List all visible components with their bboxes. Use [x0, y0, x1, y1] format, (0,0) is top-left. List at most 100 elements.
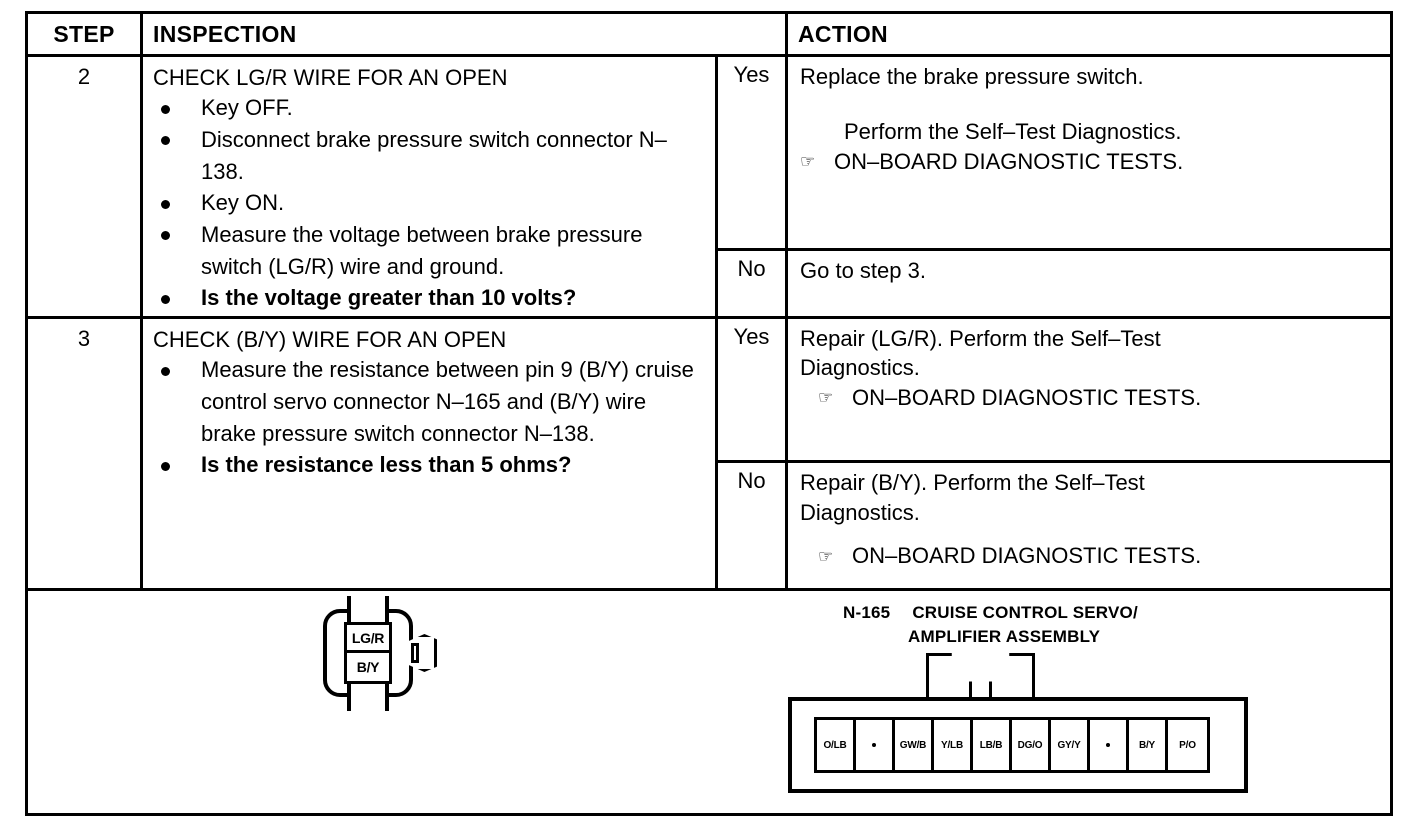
bullet-icon — [161, 104, 170, 114]
brake-pressure-switch-connector-diagram: LG/R B/Y — [306, 596, 466, 711]
pin-label: O/LB — [823, 739, 847, 751]
inspection-cell: CHECK LG/R WIRE FOR AN OPEN Key OFF. Dis… — [143, 57, 718, 316]
action-line: Diagnostics. — [800, 355, 920, 381]
action-cell: Repair (LG/R). Perform the Self–Test Dia… — [788, 319, 1390, 460]
connector-pin: Y/LB — [934, 720, 973, 770]
latch-tab-right — [989, 653, 1035, 699]
header-cell-inspection: INSPECTION — [143, 14, 788, 54]
pin-label: Y/LB — [941, 739, 963, 751]
bullet-text: Is the voltage greater than 10 volts? — [201, 285, 577, 311]
action-reference-text: ON–BOARD DIAGNOSTIC TESTS. — [852, 384, 1202, 410]
pointing-hand-icon: ☞ — [800, 152, 816, 172]
bullet-icon — [161, 294, 170, 304]
action-reference-text: ON–BOARD DIAGNOSTIC TESTS. — [834, 148, 1184, 174]
action-cell: Go to step 3. — [788, 251, 1390, 316]
action-line: Repair (B/Y). Perform the Self–Test — [800, 470, 1145, 496]
list-item: Key OFF. — [153, 92, 707, 124]
answer-group: Yes Repair (LG/R). Perform the Self–Test… — [718, 319, 1390, 588]
bullet-text: Key ON. — [201, 190, 285, 216]
bullet-text: Disconnect brake pressure switch connect… — [201, 126, 667, 184]
header-label-step: STEP — [53, 20, 115, 47]
latch-tab-shape — [989, 653, 1035, 699]
inspection-bullet-list: Measure the resistance between pin 9 (B/… — [153, 354, 707, 481]
action-cell: Repair (B/Y). Perform the Self–Test Diag… — [788, 463, 1390, 588]
answer-label-yes: Yes — [718, 57, 788, 248]
table-row: 2 CHECK LG/R WIRE FOR AN OPEN Key OFF. D… — [28, 57, 1390, 319]
latch-tab-shape — [926, 653, 972, 699]
connector-pin: B/Y — [1129, 720, 1168, 770]
bullet-text: Measure the voltage between brake pressu… — [201, 221, 643, 279]
header-cell-step: STEP — [28, 14, 143, 54]
cruise-control-servo-connector-diagram: N-165 CRUISE CONTROL SERVO/ AMPLIFIER ASS… — [763, 591, 1263, 793]
answer-row-no: No Go to step 3. — [718, 251, 1390, 316]
table-header-row: STEP INSPECTION ACTION — [28, 14, 1390, 57]
action-cell: Replace the brake pressure switch. Perfo… — [788, 57, 1390, 248]
pin-label: P/O — [1179, 739, 1196, 751]
action-spacer — [800, 91, 1382, 117]
inspection-cell: CHECK (B/Y) WIRE FOR AN OPEN Measure the… — [143, 319, 718, 588]
header-label-action: ACTION — [798, 20, 888, 47]
bullet-icon — [161, 231, 170, 241]
pin-label: GW/B — [899, 739, 927, 751]
pointing-hand-icon: ☞ — [818, 546, 834, 566]
header-label-inspection: INSPECTION — [153, 20, 297, 47]
answer-label-no: No — [718, 463, 788, 588]
action-reference-line: ☞ ON–BOARD DIAGNOSTIC TESTS. — [800, 383, 1382, 412]
step-number: 2 — [28, 57, 143, 316]
action-line: Go to step 3. — [800, 258, 926, 283]
pin-empty-dot-icon — [872, 743, 876, 747]
inspection-title: CHECK LG/R WIRE FOR AN OPEN — [153, 65, 508, 90]
connector-pin: O/LB — [817, 720, 856, 770]
connector-name-line1: CRUISE CONTROL SERVO/ — [912, 603, 1138, 622]
bullet-icon — [161, 461, 170, 471]
connector-lock-tab — [409, 634, 439, 672]
answer-label-yes: Yes — [718, 319, 788, 461]
action-line-indented: Perform the Self–Test Diagnostics. — [844, 119, 1182, 145]
answer-row-no: No Repair (B/Y). Perform the Self–Test D… — [718, 463, 1390, 588]
connector-name-line2: AMPLIFIER ASSEMBLY — [908, 627, 1101, 646]
answer-row-yes: Yes Replace the brake pressure switch. P… — [718, 57, 1390, 251]
list-item: Is the voltage greater than 10 volts? — [153, 282, 707, 314]
action-line: Diagnostics. — [800, 499, 920, 525]
step-number: 3 — [28, 319, 143, 588]
pin-empty-dot-icon — [1106, 743, 1110, 747]
action-reference-text: ON–BOARD DIAGNOSTIC TESTS. — [852, 543, 1202, 569]
connector-cavity-group: LG/R B/Y — [344, 622, 392, 684]
connector-cavity: B/Y — [356, 659, 380, 675]
bullet-icon — [161, 136, 170, 146]
pin-label: LB/B — [979, 739, 1003, 751]
list-item: Key ON. — [153, 187, 707, 219]
connector-pin — [1090, 720, 1129, 770]
list-item: Measure the voltage between brake pressu… — [153, 219, 707, 282]
latch-tab-left — [926, 653, 972, 699]
connector-pin: GY/Y — [1051, 720, 1090, 770]
connector-latch-tabs — [926, 653, 1036, 699]
connector-housing: O/LB GW/B Y/LB LB/B DG/O GY/Y B/Y P/O — [788, 697, 1248, 793]
answer-row-yes: Yes Repair (LG/R). Perform the Self–Test… — [718, 319, 1390, 464]
connector-caption-line1: N-165 CRUISE CONTROL SERVO/ — [843, 603, 1138, 623]
connector-code: N-165 — [843, 603, 891, 622]
connector-pin — [856, 720, 895, 770]
lock-tab-inner — [411, 643, 419, 663]
diagnostic-table: STEP INSPECTION ACTION 2 CHECK LG/R WIRE… — [25, 11, 1393, 816]
answer-group: Yes Replace the brake pressure switch. P… — [718, 57, 1390, 316]
list-item: Is the resistance less than 5 ohms? — [153, 449, 707, 481]
list-item: Measure the resistance between pin 9 (B/… — [153, 354, 707, 449]
connector-pin: GW/B — [895, 720, 934, 770]
action-spacer — [800, 527, 1382, 541]
connector-pin: LB/B — [973, 720, 1012, 770]
action-line: Repair (LG/R). Perform the Self–Test — [800, 326, 1161, 351]
action-reference-line: ☞ ON–BOARD DIAGNOSTIC TESTS. — [800, 147, 1382, 176]
bullet-text: Is the resistance less than 5 ohms? — [201, 452, 572, 478]
inspection-title: CHECK (B/Y) WIRE FOR AN OPEN — [153, 327, 507, 352]
table-row: 3 CHECK (B/Y) WIRE FOR AN OPEN Measure t… — [28, 319, 1390, 591]
bullet-text: Measure the resistance between pin 9 (B/… — [201, 357, 694, 446]
pin-label: DG/O — [1017, 739, 1043, 751]
connector-pin: P/O — [1168, 720, 1207, 770]
inspection-bullet-list: Key OFF. Disconnect brake pressure switc… — [153, 92, 707, 314]
bullet-icon — [161, 366, 170, 376]
connector-pin-strip: O/LB GW/B Y/LB LB/B DG/O GY/Y B/Y P/O — [814, 717, 1210, 773]
pointing-hand-icon: ☞ — [818, 388, 834, 408]
connector-pin: DG/O — [1012, 720, 1051, 770]
